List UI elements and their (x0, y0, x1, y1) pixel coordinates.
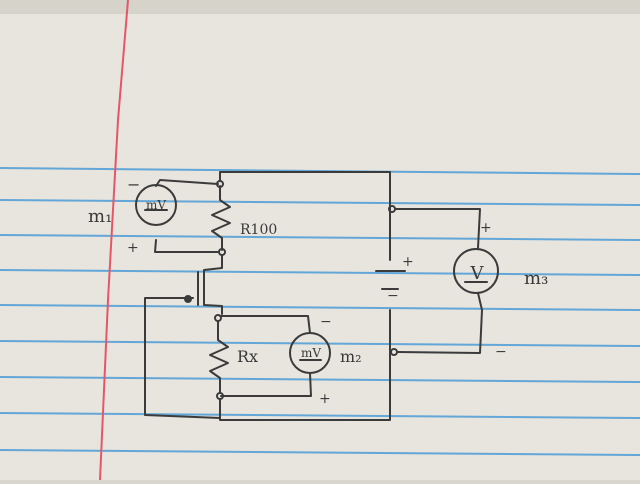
m3-minus-label: − (495, 344, 507, 360)
m3-plus-label: + (480, 220, 492, 236)
m2-top-lead (219, 315, 311, 334)
m3-label: m₃ (524, 268, 548, 289)
rule-line (0, 234, 640, 241)
m2-meter-text: mV (301, 346, 321, 360)
rule-line (0, 376, 640, 383)
node-dot (390, 348, 398, 356)
m1-plus-label: + (127, 240, 139, 256)
gate-node (184, 295, 192, 303)
m1-minus-label: − (127, 175, 140, 194)
m2-plus-label: + (319, 391, 331, 407)
rx-label: Rx (237, 347, 258, 366)
m1-meter-text: mV (146, 198, 166, 212)
ruled-lines (0, 167, 640, 456)
battery-plus-label: + (402, 254, 414, 270)
r100-label: R100 (240, 222, 277, 238)
m3-meter-circle (453, 248, 499, 294)
rule-line (0, 412, 640, 419)
m2-minus-label: − (320, 314, 332, 330)
m3-meter-text: V (470, 263, 485, 284)
rule-line (0, 269, 640, 276)
m1-top-lead (155, 179, 219, 187)
rx-resistor (209, 320, 229, 394)
r100-resistor (211, 185, 231, 251)
battery-minus-label: − (387, 288, 399, 304)
gate-loop-wire (144, 297, 221, 419)
m2-bottom-lead (220, 372, 312, 397)
margin-line (99, 0, 129, 481)
m1-bottom-lead (154, 239, 219, 253)
m2-label: m₂ (340, 347, 362, 366)
rule-line (0, 199, 640, 206)
circuit (135, 171, 499, 421)
torn-top-edge (0, 0, 640, 14)
bottom-wire (219, 309, 391, 421)
mosfet-channel (203, 254, 223, 315)
top-wire (219, 171, 391, 261)
rule-line (0, 449, 640, 456)
m3-top-lead (394, 208, 481, 249)
rule-line (0, 304, 640, 311)
m3-bottom-lead (397, 292, 483, 354)
m1-label: m₁ (88, 206, 112, 227)
